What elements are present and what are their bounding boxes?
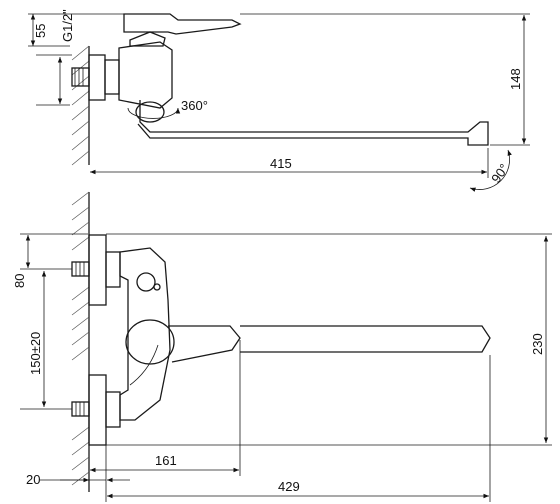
spout-side [137, 100, 489, 146]
dim-wall-offset: 20 [26, 472, 40, 487]
connector-upper [71, 261, 90, 277]
dim-total-height: 230 [530, 333, 545, 355]
spout-front [240, 325, 491, 353]
aerator-angle: 90° [488, 161, 512, 186]
dim-thread: G1/2" [60, 9, 75, 42]
lever-handle-front [168, 325, 241, 363]
dim-height-outlet: 55 [33, 24, 48, 38]
dim-height-total: 148 [508, 68, 523, 90]
dim-handle-reach: 161 [155, 453, 177, 468]
nut-upper [105, 251, 121, 288]
dim-top-offset: 80 [12, 274, 27, 288]
thread-connector-top [71, 67, 90, 87]
dim-spout-length: 415 [270, 156, 292, 171]
front-view: 80 150±20 230 161 429 20 [12, 191, 552, 502]
rotation-label: 360° [181, 98, 208, 113]
mixer-body-front [119, 247, 171, 421]
rotation-arc [127, 107, 181, 119]
wall-flange-upper [88, 234, 107, 306]
nut-lower [105, 391, 121, 428]
wall-hatch-top [71, 45, 90, 166]
body-collar [104, 59, 120, 95]
mixer-body [118, 41, 173, 109]
swivel-joint [135, 101, 165, 123]
wall-hatch-bottom [71, 191, 90, 492]
cartridge-cap [129, 31, 166, 47]
wall-flange-top [88, 54, 106, 101]
dim-total-length: 429 [278, 479, 300, 494]
aerator-angle-arc [469, 149, 512, 192]
diverter-pin [153, 283, 161, 291]
connector-lower [71, 401, 90, 417]
dim-center-distance: 150±20 [28, 332, 43, 375]
lever-knob [125, 319, 175, 365]
diverter-knob [136, 272, 156, 292]
wall-flange-lower [88, 374, 107, 446]
lever-handle-side [123, 13, 242, 35]
side-view: 360° 55 G1/2" 148 415 90° [28, 9, 530, 192]
body-contour [129, 344, 159, 386]
